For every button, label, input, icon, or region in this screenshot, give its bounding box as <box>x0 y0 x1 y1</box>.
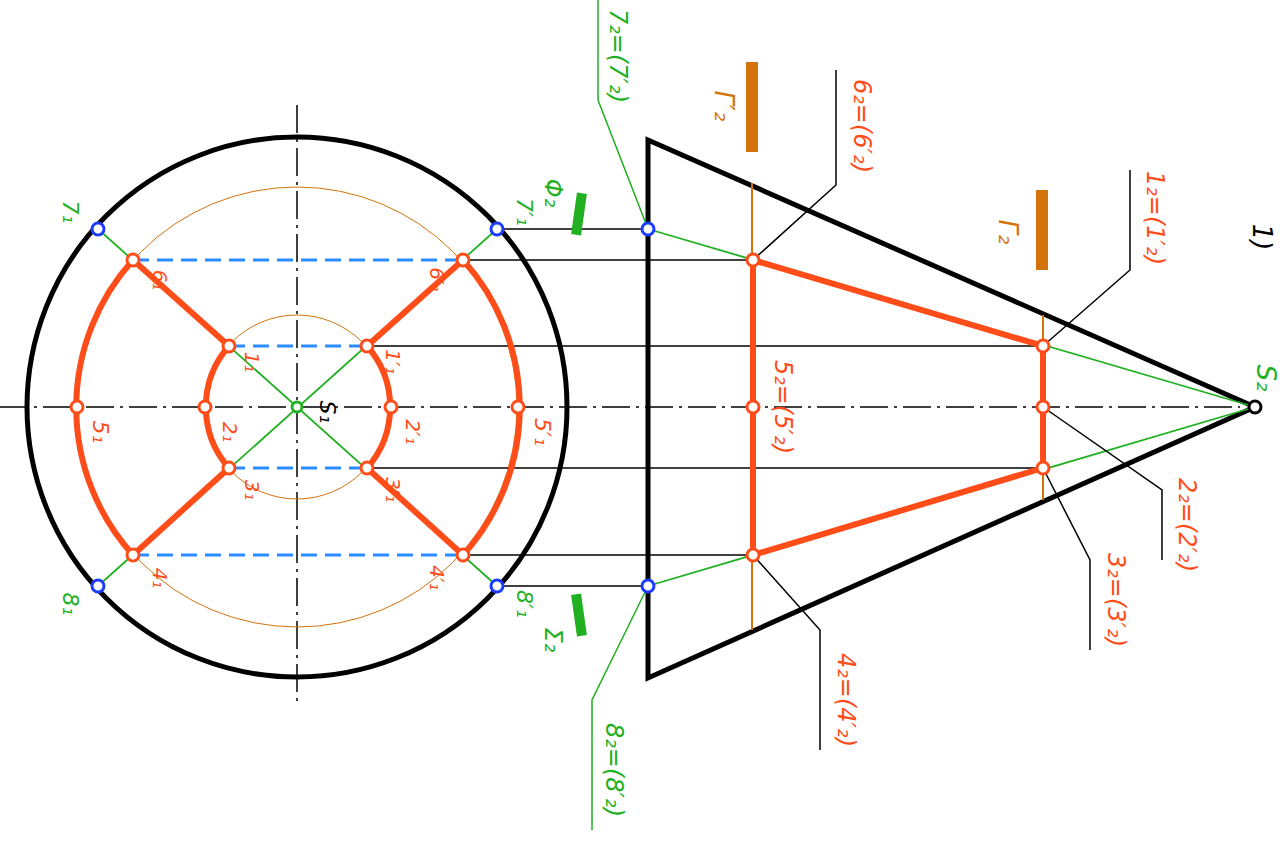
point-label: S₁ <box>316 399 338 426</box>
point-label: 7₁ <box>59 199 81 226</box>
point-label: 7₂=(7′₂) <box>606 7 630 105</box>
point-label: 8₂=(8′₂) <box>602 721 626 819</box>
point-label: 2′₁ <box>402 417 422 446</box>
point-label: 5₁ <box>89 419 111 446</box>
point-label: 2₂=(2′₂) <box>1175 476 1199 574</box>
point-label: 6₁ <box>150 268 170 293</box>
point-label: 2₁ <box>220 420 240 445</box>
point-label: 7′₁ <box>513 196 535 228</box>
point-label: 3₁ <box>242 478 262 503</box>
point-label: 8₁ <box>59 591 81 618</box>
plane-label: Γ′₂ <box>711 89 737 124</box>
point-label: 4₁ <box>150 566 170 591</box>
point-label: 6′₁ <box>426 265 446 294</box>
point-label: 1′₁ <box>382 347 402 376</box>
point-label: 1₁ <box>242 350 262 375</box>
point-label: S₂ <box>1253 363 1279 394</box>
plane-label: Σ₂ <box>541 626 565 655</box>
figure-number: 1) <box>1249 222 1275 253</box>
point-label: 3₂=(3′₂) <box>1104 551 1128 649</box>
point-label: 5′₁ <box>531 416 553 448</box>
plane-label: Γ₂ <box>995 218 1021 247</box>
point-label: 8′₁ <box>513 588 535 620</box>
point-label: 3′₁ <box>382 475 402 504</box>
point-label: 1₂=(1′₂) <box>1143 169 1167 267</box>
plane-label: Φ₂ <box>541 177 565 210</box>
point-label: 5₂=(5′₂) <box>771 358 795 456</box>
point-label: 6₂=(6′₂) <box>850 77 874 175</box>
point-label: 4₂=(4′₂) <box>834 651 858 749</box>
point-label: 4′₁ <box>426 563 446 592</box>
